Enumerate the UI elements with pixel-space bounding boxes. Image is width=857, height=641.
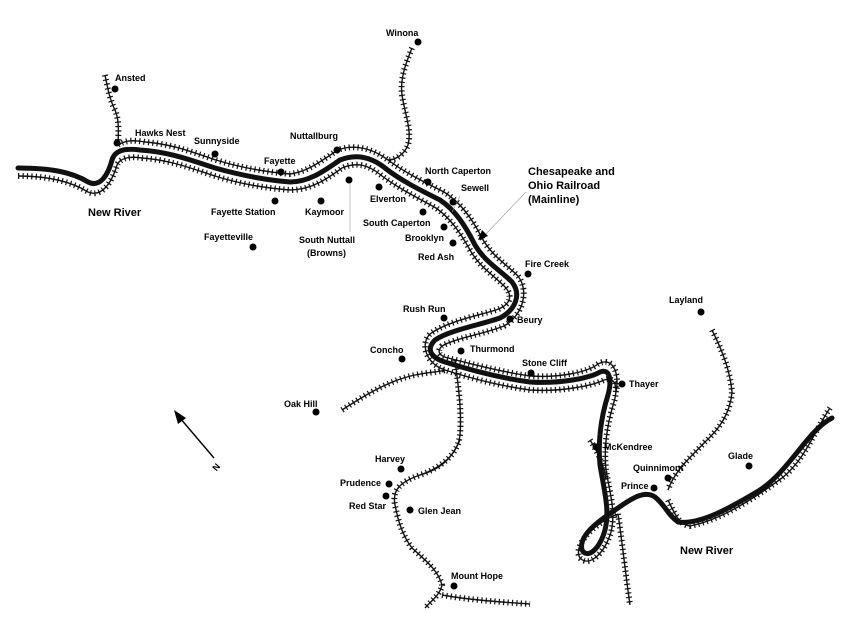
town-label-glen-jean: Glen Jean bbox=[418, 506, 461, 516]
town-dot-prince bbox=[650, 484, 658, 492]
town-dot-south-caperton bbox=[419, 208, 427, 216]
town-dot-concho bbox=[398, 355, 406, 363]
rail-title-line-3: (Mainline) bbox=[528, 194, 580, 206]
town-dot-glade bbox=[745, 462, 753, 470]
town-label-brooklyn: Brooklyn bbox=[405, 233, 444, 243]
town-dot-thayer bbox=[618, 380, 626, 388]
town-dot-fayette bbox=[277, 168, 285, 176]
town-label-fayetteville: Fayetteville bbox=[204, 232, 253, 242]
town-label-sewell: Sewell bbox=[461, 183, 489, 193]
town-dot-layland bbox=[697, 308, 705, 316]
town-label-elverton: Elverton bbox=[370, 194, 406, 204]
town-dot-fayette-station bbox=[271, 197, 279, 205]
new-river-label-east: New River bbox=[680, 545, 734, 557]
town-label-south-nuttall: South Nuttall bbox=[299, 235, 355, 245]
mainline-railroad-north bbox=[17, 154, 620, 564]
north-arrow: N bbox=[174, 410, 222, 473]
town-label-mount-hope: Mount Hope bbox=[451, 571, 503, 581]
town-dot-brooklyn bbox=[440, 223, 448, 231]
town-dot-harvey bbox=[397, 465, 405, 473]
town-dot-nuttallburg bbox=[333, 146, 341, 154]
town-label-fayette: Fayette bbox=[264, 156, 296, 166]
rail-title-line-1: Chesapeake and bbox=[528, 166, 615, 178]
new-river-label-west: New River bbox=[88, 207, 142, 219]
town-label-kaymoor: Kaymoor bbox=[305, 207, 345, 217]
town-label-quinnimont: Quinnimont bbox=[633, 463, 684, 473]
town-dot-glen-jean bbox=[406, 506, 414, 514]
town-label-nuttallburg: Nuttallburg bbox=[290, 131, 338, 141]
town-markers bbox=[111, 38, 753, 590]
town-label-browns: (Browns) bbox=[307, 248, 346, 258]
town-dot-thurmond bbox=[457, 347, 465, 355]
label-pointer-lines bbox=[349, 180, 527, 240]
new-river-course bbox=[15, 146, 835, 557]
town-label-prudence: Prudence bbox=[340, 478, 381, 488]
town-dot-fayetteville bbox=[249, 243, 257, 251]
town-dot-fire-creek bbox=[524, 270, 532, 278]
town-label-hawks-nest: Hawks Nest bbox=[135, 128, 186, 138]
town-dot-elverton bbox=[375, 183, 383, 191]
town-dot-north-caperton bbox=[424, 178, 432, 186]
town-dot-beury bbox=[506, 315, 514, 323]
town-label-prince: Prince bbox=[621, 481, 649, 491]
town-dot-winona bbox=[414, 38, 422, 46]
town-dot-mckendree bbox=[592, 443, 600, 451]
town-dot-sewell bbox=[449, 198, 457, 206]
town-label-oak-hill: Oak Hill bbox=[284, 399, 318, 409]
rail-title-line-2: Ohio Railroad bbox=[528, 180, 600, 192]
town-dot-red-ash bbox=[449, 239, 457, 247]
town-dot-sunnyside bbox=[211, 150, 219, 158]
town-dot-stone-cliff bbox=[527, 369, 535, 377]
town-label-winona: Winona bbox=[386, 28, 419, 38]
town-label-concho: Concho bbox=[370, 345, 404, 355]
town-label-red-ash: Red Ash bbox=[418, 252, 454, 262]
town-label-thayer: Thayer bbox=[629, 379, 659, 389]
town-label-beury: Beury bbox=[517, 315, 543, 325]
town-label-south-caperton: South Caperton bbox=[363, 218, 431, 228]
town-dot-red-star bbox=[382, 492, 390, 500]
town-dot-oak-hill bbox=[312, 408, 320, 416]
town-label-red-star: Red Star bbox=[349, 501, 387, 511]
town-label-harvey: Harvey bbox=[375, 454, 405, 464]
town-dot-hawks-nest bbox=[113, 139, 121, 147]
town-label-layland: Layland bbox=[669, 295, 703, 305]
town-dot-mount-hope bbox=[450, 582, 458, 590]
town-dot-prudence bbox=[385, 480, 393, 488]
town-label-north-caperton: North Caperton bbox=[425, 166, 491, 176]
north-label: N bbox=[210, 462, 222, 473]
town-dot-quinnimont bbox=[664, 474, 672, 482]
town-label-ansted: Ansted bbox=[115, 73, 146, 83]
town-label-glade: Glade bbox=[728, 451, 753, 461]
town-dot-ansted bbox=[111, 85, 119, 93]
town-dot-south-nuttall bbox=[345, 176, 353, 184]
town-label-sunnyside: Sunnyside bbox=[194, 136, 240, 146]
town-label-stone-cliff: Stone Cliff bbox=[522, 358, 568, 368]
town-label-rush-run: Rush Run bbox=[403, 304, 446, 314]
branch-lines bbox=[102, 46, 833, 611]
town-labels: Winona Ansted Hawks Nest Sunnyside Nutta… bbox=[115, 28, 753, 581]
town-label-mckendree: McKendree bbox=[604, 442, 653, 452]
town-label-fire-creek: Fire Creek bbox=[525, 259, 570, 269]
town-dot-kaymoor bbox=[317, 197, 325, 205]
town-label-thurmond: Thurmond bbox=[470, 344, 515, 354]
town-label-fayette-station: Fayette Station bbox=[211, 207, 276, 217]
town-dot-rush-run bbox=[440, 314, 448, 322]
